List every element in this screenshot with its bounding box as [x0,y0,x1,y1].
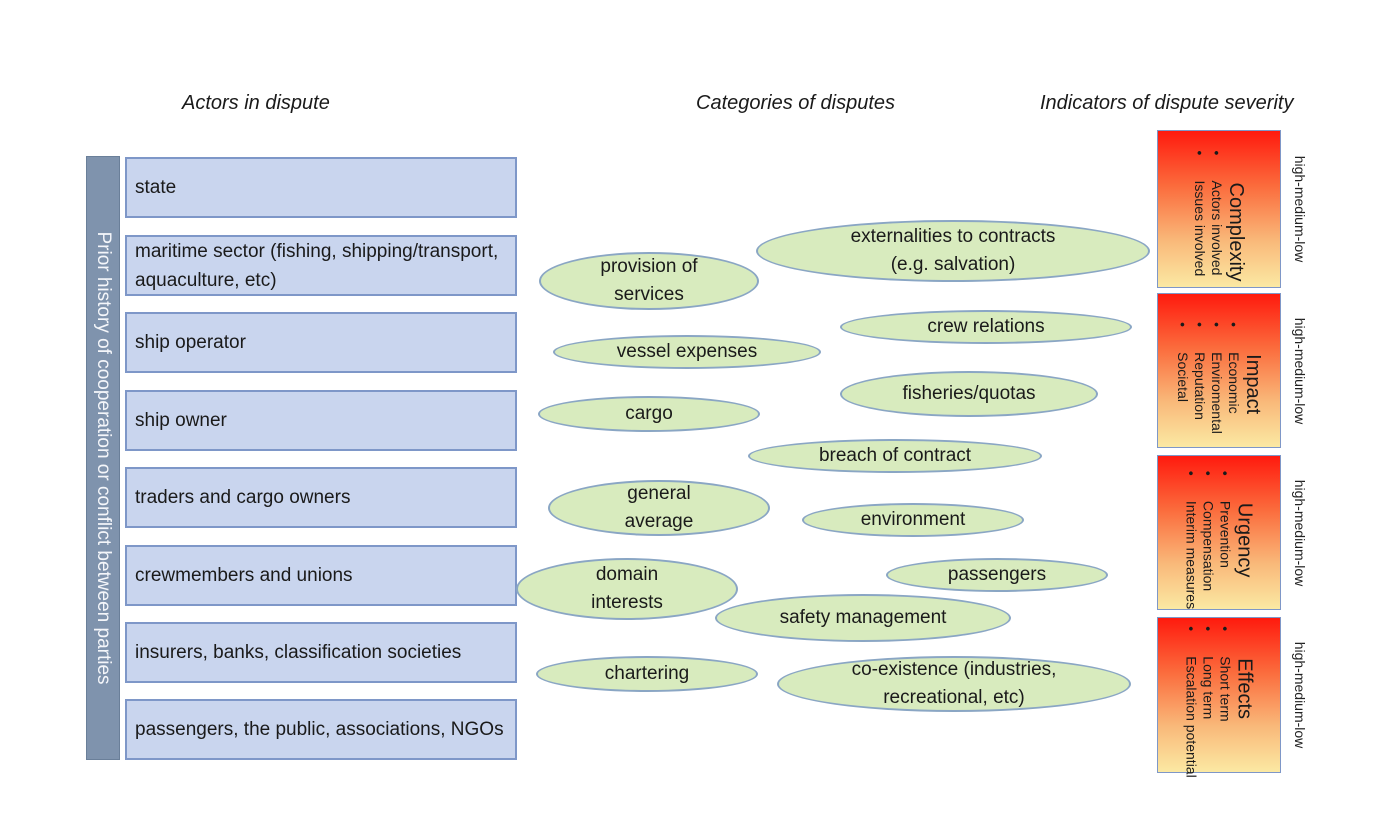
category-ellipse: environment [802,503,1024,537]
category-label: safety management [779,607,947,628]
actor-label: ship operator [135,332,246,353]
indicator-item: Actors involved [1208,151,1225,277]
severity-scale-label: high-medium-low [1292,317,1308,424]
heading-categories: Categories of disputes [696,92,896,114]
indicator-item: Economic [1225,322,1242,434]
category-label: provision of services [600,256,698,305]
category-ellipse: provision of services [539,252,759,310]
category-ellipse: cargo [538,396,760,432]
category-label: breach of contract [818,445,972,466]
severity-scale-label: high-medium-low [1292,641,1308,749]
indicator-item: Prevention [1217,470,1234,608]
actor-label: passengers, the public, associations, NG… [135,719,504,740]
category-ellipse: general average [548,480,770,536]
actor-box: maritime sector (fishing, shipping/trans… [125,235,517,296]
category-ellipse: fisheries/quotas [840,371,1098,417]
indicator-title: Effects [1233,658,1256,720]
heading-actors: Actors in dispute [182,92,330,114]
category-ellipse: breach of contract [748,439,1042,473]
indicator-title: Complexity [1225,182,1247,282]
prior-history-label: Prior history of cooperation or conflict… [93,231,114,685]
actor-box: passengers, the public, associations, NG… [125,699,517,760]
actor-box: traders and cargo owners [125,467,517,528]
heading-indicators: Indicators of dispute severity [1040,92,1294,114]
indicator-item: Long term [1200,626,1217,777]
category-ellipse: safety management [715,594,1011,642]
indicator-item: Short term [1217,626,1234,777]
category-label: passengers [947,564,1047,585]
category-label: cargo [625,403,673,424]
actor-label: maritime sector (fishing, shipping/trans… [135,240,499,291]
category-ellipse: externalities to contracts (e.g. salvati… [756,220,1150,282]
indicator-item: Interim measures [1183,470,1200,608]
category-ellipse: chartering [536,656,758,692]
indicator-effects: Effects Short term Long term Escalation … [1157,617,1281,778]
category-ellipse: crew relations [840,310,1132,344]
severity-scale-label: high-medium-low [1292,479,1308,586]
indicator-item: Reputation [1191,322,1208,434]
indicator-item: Enviromental [1208,322,1225,434]
severity-scale-label: high-medium-low [1292,155,1308,263]
indicator-title: Urgency [1233,502,1256,577]
actor-box: ship owner [125,390,517,451]
actor-box: crewmembers and unions [125,545,517,606]
severity-scale: high-medium-low [1288,617,1312,773]
indicator-complexity: Complexity Actors involved Issues involv… [1157,130,1281,288]
indicator-item: Issues involved [1191,151,1208,277]
category-ellipse: vessel expenses [553,335,821,369]
category-label: crew relations [927,316,1045,337]
prior-history-bar: Prior history of cooperation or conflict… [86,156,120,760]
actor-box: ship operator [125,312,517,373]
actor-label: crewmembers and unions [135,565,353,586]
category-ellipse: co-existence (industries, recreational, … [777,656,1131,712]
category-label: domain interests [591,564,663,613]
category-label: environment [860,509,966,530]
indicator-item: Compensation [1200,470,1217,608]
severity-scale: high-medium-low [1288,455,1312,610]
category-ellipse: domain interests [516,558,738,620]
category-label: vessel expenses [616,341,758,362]
category-ellipse: passengers [886,558,1108,592]
severity-scale: high-medium-low [1288,293,1312,448]
indicator-item: Escalation potential [1183,626,1200,777]
indicator-item: Societal [1174,322,1191,434]
indicator-title: Impact [1242,353,1264,414]
actor-label: insurers, banks, classification societie… [135,642,462,663]
actor-label: state [135,177,177,198]
actor-box: state [125,157,517,218]
indicator-urgency: Urgency Prevention Compensation Interim … [1157,455,1281,610]
actor-label: traders and cargo owners [135,487,351,508]
actor-box: insurers, banks, classification societie… [125,622,517,683]
category-label: fisheries/quotas [902,383,1036,404]
indicator-impact: Impact Economic Enviromental Reputation … [1157,293,1281,448]
actor-label: ship owner [135,410,227,431]
category-label: co-existence (industries, recreational, … [851,659,1057,708]
category-label: general average [624,483,694,532]
category-label: externalities to contracts (e.g. salvati… [850,226,1056,275]
severity-scale: high-medium-low [1288,130,1312,288]
category-label: chartering [604,663,690,684]
